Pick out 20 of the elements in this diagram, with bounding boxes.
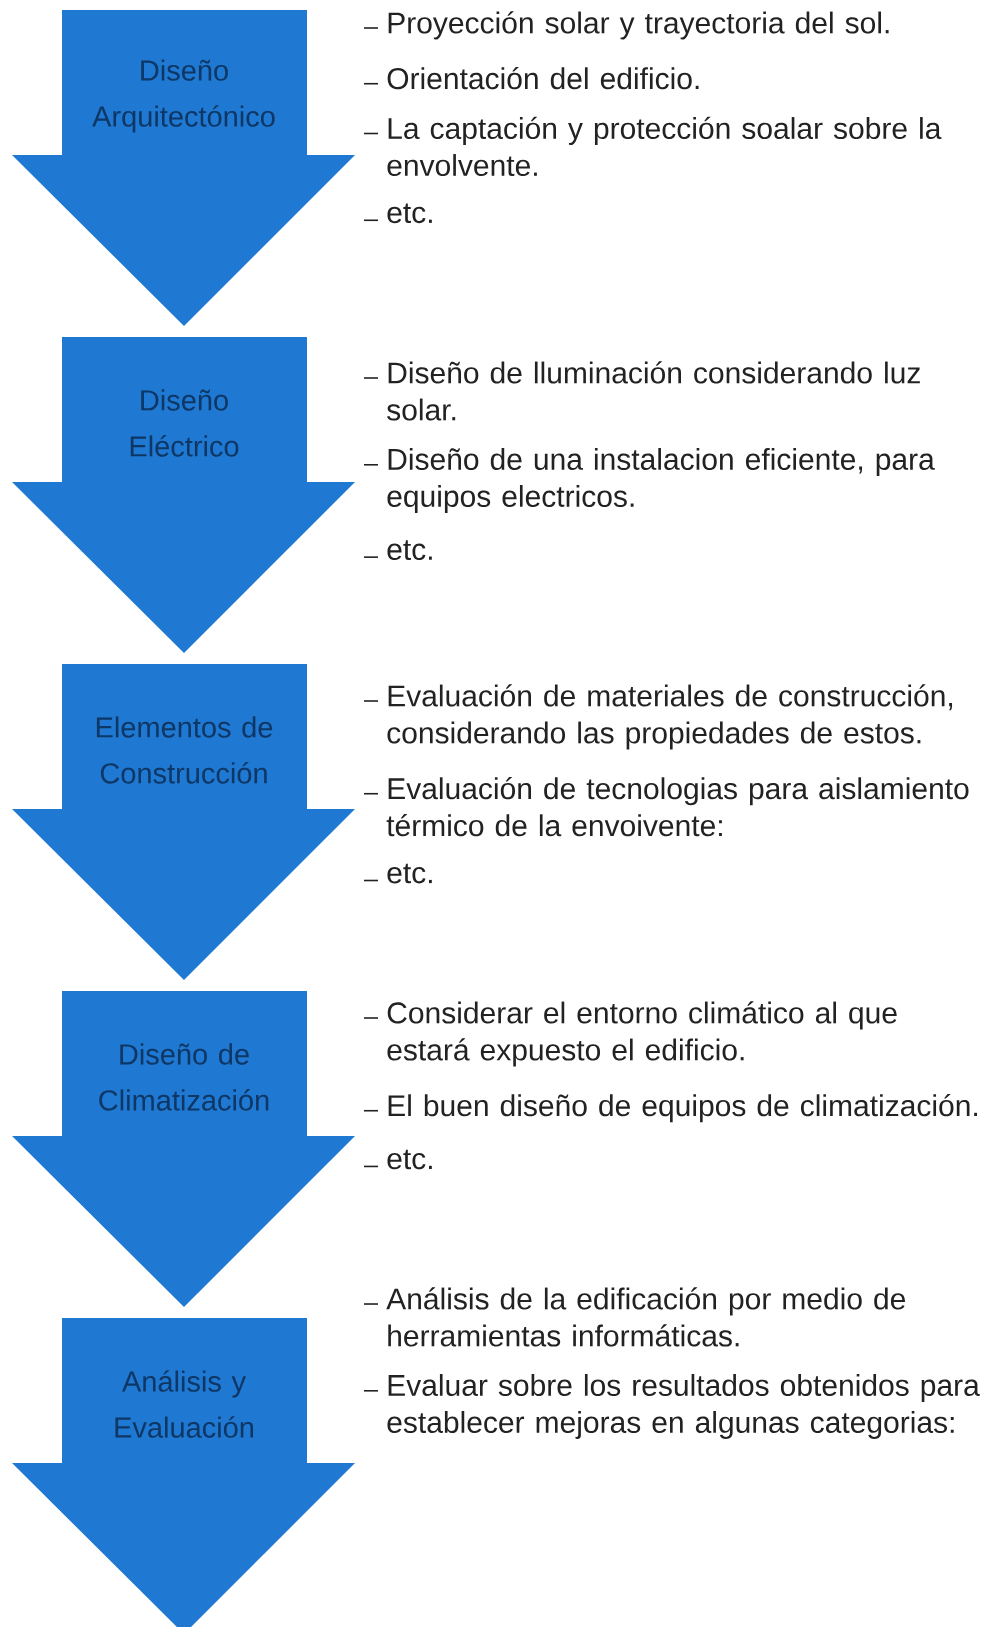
list-item: Evaluación de materiales de construcción, considerando las propiedades de estos. bbox=[363, 684, 953, 750]
list-item: El buen diseño de equipos de climatización. bbox=[363, 1093, 977, 1123]
list-item: Evaluar sobre los resultados obtenidos para establecer mejoras en algunas categorias: bbox=[363, 1374, 980, 1439]
list-item: etc. bbox=[363, 1149, 432, 1170]
step-box: Diseño Arquitectónico bbox=[12, 10, 355, 326]
list-item: etc. bbox=[363, 540, 432, 561]
list-item: Proyección solar y trayectoria del sol. bbox=[363, 11, 889, 40]
list-item: etc. bbox=[363, 203, 432, 224]
step-box: Elementos de Construcción bbox=[12, 664, 355, 980]
step-box: Análisis y Evaluación bbox=[12, 1318, 355, 1627]
list-item: Considerar el entorno climático al que estará expuesto el edificio. bbox=[363, 1001, 897, 1067]
list-item: Diseño de una instalacion eficiente, para equipos electricos. bbox=[363, 448, 935, 513]
list-item: Evaluación de tecnologias para aislamiento térmico de la envoivente: bbox=[363, 776, 969, 837]
list-item: La captación y protección soalar sobre la envolvente. bbox=[363, 116, 942, 177]
list-item: etc. bbox=[363, 863, 432, 884]
step-box: Diseño de Climatización bbox=[12, 991, 355, 1307]
step-box: Diseño Eléctrico bbox=[12, 337, 355, 653]
list-item: Orientación del edificio. bbox=[363, 66, 699, 90]
list-item: Diseño de lluminación considerando luz solar. bbox=[363, 361, 920, 421]
list-item: Análisis de la edificación por medio de herramientas informáticas. bbox=[363, 1287, 905, 1347]
